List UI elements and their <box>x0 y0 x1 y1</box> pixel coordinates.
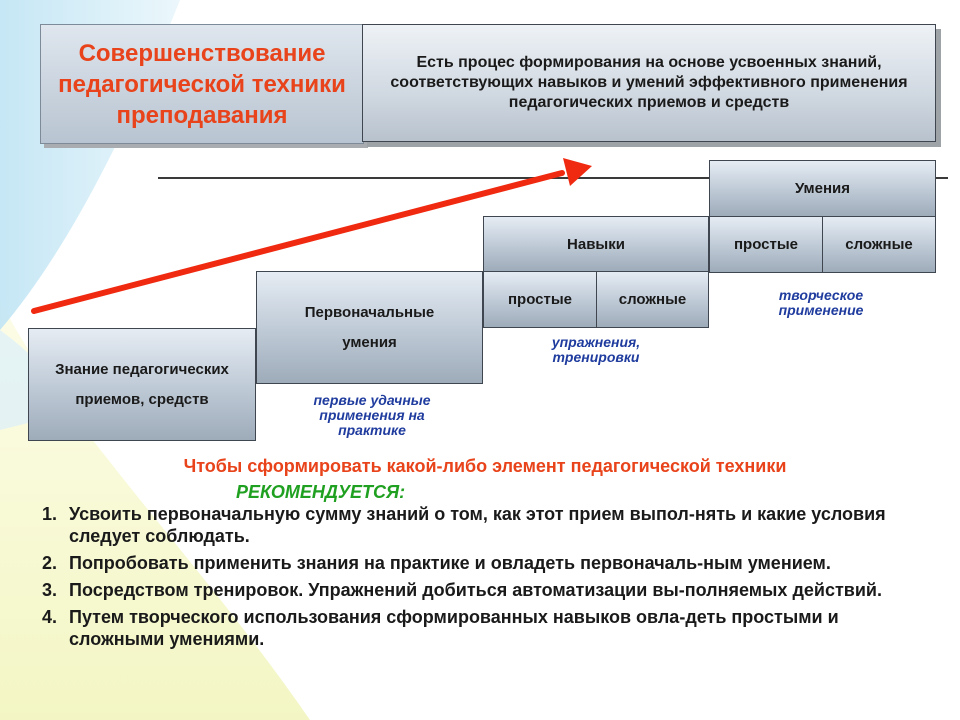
skills-simple-label: простые <box>507 291 573 308</box>
step-initial-abilities: Первоначальные умения <box>256 271 483 384</box>
list-item-text: Усвоить первоначальную сумму знаний о то… <box>69 504 886 546</box>
abilities-label: Умения <box>794 180 851 197</box>
abilities-simple: простые <box>709 216 823 273</box>
step-knowledge-label: Знание педагогических приемов, средств <box>55 360 229 408</box>
skills-complex: сложные <box>596 271 709 328</box>
list-item-number: 3. <box>42 580 58 600</box>
list-item-text: Посредством тренировок. Упражнений добит… <box>69 580 882 600</box>
list-item-number: 1. <box>42 504 58 524</box>
skills-label: Навыки <box>567 235 625 253</box>
recommended-label: РЕКОМЕНДУЕТСЯ: <box>236 482 406 502</box>
step-knowledge: Знание педагогических приемов, средств <box>28 328 256 441</box>
list-item-text: Попробовать применить знания на практике… <box>69 553 831 573</box>
list-item: 4. Путем творческого использования сформ… <box>42 606 922 650</box>
abilities-complex-label: сложные <box>845 236 913 253</box>
note-skills: упражнения, тренировки <box>520 335 672 365</box>
list-item-text: Путем творческого использования сформиро… <box>69 607 839 649</box>
note-skills-text: упражнения, тренировки <box>551 334 641 365</box>
title-text: Совершенствование педагогической техники… <box>58 39 346 129</box>
list-item-number: 4. <box>42 607 58 627</box>
recommendations-list: 1. Усвоить первоначальную сумму знаний о… <box>42 503 922 655</box>
skills-header: Навыки <box>483 216 709 272</box>
intro-text: Чтобы сформировать какой-либо элемент пе… <box>183 456 787 476</box>
definition-box: Есть процес формирования на основе усвое… <box>362 24 936 142</box>
abilities-complex: сложные <box>822 216 936 273</box>
list-item: 3. Посредством тренировок. Упражнений до… <box>42 579 922 601</box>
skills-simple: простые <box>483 271 597 328</box>
note-abilities-text: творческое применение <box>778 287 864 318</box>
list-item: 1. Усвоить первоначальную сумму знаний о… <box>42 503 922 547</box>
skills-complex-label: сложные <box>618 291 687 308</box>
page-title: Совершенствование педагогической техники… <box>40 24 364 144</box>
definition-text: Есть процес формирования на основе усвое… <box>390 54 908 111</box>
step-initial-label: Первоначальные умения <box>304 303 435 351</box>
list-item-number: 2. <box>42 553 58 573</box>
list-item: 2. Попробовать применить знания на практ… <box>42 552 922 574</box>
note-initial-text: первые удачные применения на практике <box>313 392 431 438</box>
abilities-simple-label: простые <box>733 236 799 253</box>
note-abilities: творческое применение <box>745 288 897 318</box>
abilities-header: Умения <box>709 160 936 217</box>
note-initial: первые удачные применения на практике <box>286 393 458 438</box>
